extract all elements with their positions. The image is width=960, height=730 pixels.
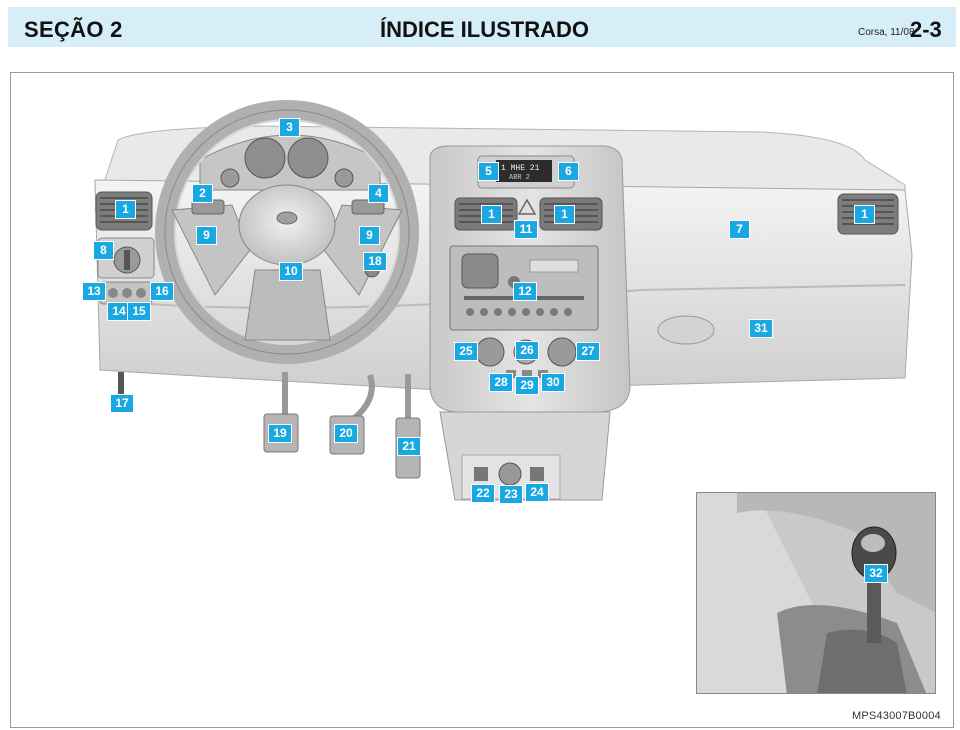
callout-9: 9 — [359, 226, 380, 245]
callout-13: 13 — [82, 282, 106, 301]
instrument-cluster — [199, 134, 381, 191]
callout-25: 25 — [454, 342, 478, 361]
model-date: Corsa, 11/08 — [858, 27, 915, 38]
callout-26: 26 — [515, 341, 539, 360]
callout-20: 20 — [334, 424, 358, 443]
callout-9: 9 — [196, 226, 217, 245]
callout-16: 16 — [150, 282, 174, 301]
callout-5: 5 — [478, 162, 499, 181]
callout-7: 7 — [729, 220, 750, 239]
display-readout-2: ABR 2 — [509, 174, 530, 182]
callout-1: 1 — [481, 205, 502, 224]
callout-10: 10 — [279, 262, 303, 281]
page-title: ÍNDICE ILUSTRADO — [380, 17, 589, 42]
callout-12: 12 — [513, 282, 537, 301]
display-readout-1: 1 MHE 21 — [501, 164, 540, 173]
callout-1: 1 — [115, 200, 136, 219]
hood-release — [118, 372, 124, 396]
hazard-icon — [517, 198, 537, 215]
callout-29: 29 — [515, 376, 539, 395]
callout-30: 30 — [541, 373, 565, 392]
page-header: SEÇÃO 2 ÍNDICE ILUSTRADO Corsa, 11/08 2-… — [8, 7, 956, 47]
callout-28: 28 — [489, 373, 513, 392]
callout-3: 3 — [279, 118, 300, 137]
callout-4: 4 — [368, 184, 389, 203]
callout-27: 27 — [576, 342, 600, 361]
callout-8: 8 — [93, 241, 114, 260]
callout-1: 1 — [554, 205, 575, 224]
callout-2: 2 — [192, 184, 213, 203]
callout-17: 17 — [110, 394, 134, 413]
callout-24: 24 — [525, 483, 549, 502]
info-display — [496, 160, 552, 182]
callout-18: 18 — [363, 252, 387, 271]
gearshift-inset — [696, 492, 936, 694]
gearshift-illustration — [697, 493, 935, 693]
callout-1: 1 — [854, 205, 875, 224]
callout-11: 11 — [514, 220, 538, 239]
callout-21: 21 — [397, 437, 421, 456]
callout-15: 15 — [127, 302, 151, 321]
section-label: SEÇÃO 2 — [24, 17, 123, 42]
page-number: 2-3 — [910, 17, 942, 42]
callout-19: 19 — [268, 424, 292, 443]
callout-14: 14 — [107, 302, 131, 321]
callout-32: 32 — [864, 564, 888, 583]
callout-22: 22 — [471, 484, 495, 503]
figure-code: MPS43007B0004 — [852, 710, 941, 722]
callout-31: 31 — [749, 319, 773, 338]
glovebox-handle — [657, 315, 715, 345]
callout-6: 6 — [558, 162, 579, 181]
callout-23: 23 — [499, 485, 523, 504]
